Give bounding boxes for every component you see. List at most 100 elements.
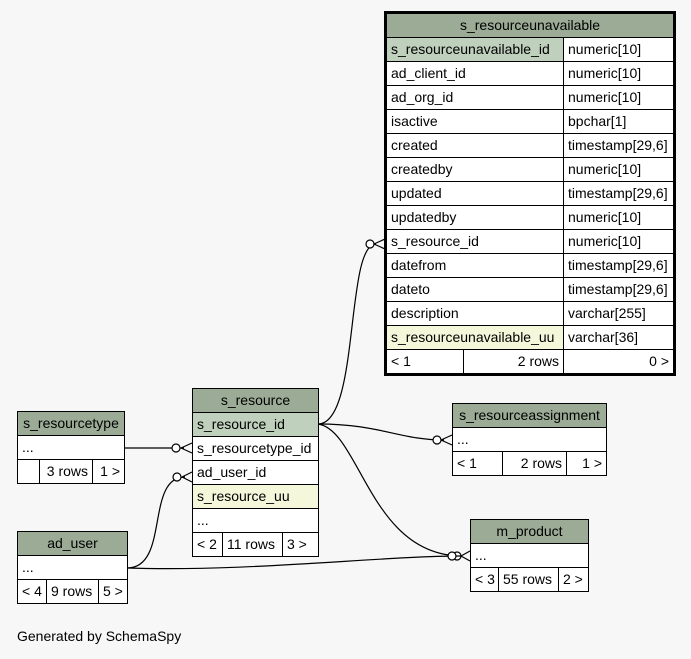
table-footer: 3 rows 1 > [18, 460, 124, 483]
table-title: ad_user [18, 532, 127, 556]
row-count: 2 rows [503, 452, 567, 475]
column-name: updatedby [387, 206, 564, 229]
column-name: s_resource_id [193, 413, 318, 436]
column-name: created [387, 134, 564, 157]
table-title: m_product [471, 520, 588, 544]
table-row[interactable]: updated timestamp[29,6] [387, 182, 673, 206]
table-row[interactable]: s_resourcetype_id [193, 437, 318, 461]
table-footer: < 3 55 rows 2 > [471, 568, 588, 591]
column-type: timestamp[29,6] [568, 137, 668, 153]
edge-resource-to-product [317, 423, 463, 557]
table-row[interactable]: s_resource_id [193, 413, 318, 437]
parents-count [18, 460, 40, 483]
more-columns: ... [475, 547, 487, 563]
column-type: numeric[10] [568, 65, 642, 81]
edge-end-marker [447, 551, 457, 561]
children-count[interactable]: 5 > [103, 583, 123, 599]
column-type: bpchar[1] [568, 113, 627, 129]
table-row[interactable]: isactive bpchar[1] [387, 110, 673, 134]
edge-user-to-product [126, 555, 463, 570]
table-footer: < 1 2 rows 0 > [387, 350, 673, 373]
edge-resource-to-assignment [317, 423, 445, 441]
table-row[interactable]: ... [193, 509, 318, 533]
table-row[interactable]: description varchar[255] [387, 302, 673, 326]
column-type: numeric[10] [568, 209, 642, 225]
column-name: description [387, 302, 564, 325]
table-row[interactable]: ad_user_id [193, 461, 318, 485]
children-count[interactable]: 3 > [287, 536, 307, 552]
table-row[interactable]: ... [453, 428, 606, 452]
more-columns: ... [197, 512, 209, 528]
column-name: ad_user_id [197, 464, 267, 480]
table-row[interactable]: ... [471, 544, 588, 568]
generated-by-footer: Generated by SchemaSpy [17, 628, 182, 644]
row-count: 9 rows [47, 580, 99, 603]
table-row[interactable]: datefrom timestamp[29,6] [387, 254, 673, 278]
column-name: s_resourcetype_id [197, 440, 312, 456]
parents-count[interactable]: < 1 [453, 452, 503, 475]
edge-resource-to-unavailable [317, 243, 377, 425]
parents-count[interactable]: < 2 [193, 533, 223, 556]
column-name: ad_client_id [387, 62, 564, 85]
column-type: varchar[36] [568, 329, 639, 345]
parents-count[interactable]: < 3 [471, 568, 499, 591]
table-title: s_resourcetype [18, 412, 124, 436]
children-count[interactable]: 2 > [563, 571, 583, 587]
column-type: numeric[10] [568, 41, 642, 57]
table-title: s_resourceassignment [453, 404, 606, 428]
column-type: numeric[10] [568, 233, 642, 249]
edge-crowfoot-marker [181, 471, 193, 483]
table-title: s_resource [193, 389, 318, 413]
edge-crowfoot-marker [373, 238, 386, 250]
table-row[interactable]: ad_org_id numeric[10] [387, 86, 673, 110]
table-row[interactable]: s_resourceunavailable_uu varchar[36] [387, 326, 673, 350]
table-row[interactable]: ... [18, 556, 127, 580]
column-type: timestamp[29,6] [568, 257, 668, 273]
column-type: timestamp[29,6] [568, 185, 668, 201]
row-count: 2 rows [464, 350, 564, 373]
table-m-product[interactable]: m_product ... < 3 55 rows 2 > [470, 519, 589, 592]
edge-crowfoot-marker [440, 434, 453, 446]
column-type: numeric[10] [568, 161, 642, 177]
row-count: 3 rows [40, 460, 93, 483]
table-s-resource[interactable]: s_resource s_resource_id s_resourcetype_… [192, 388, 319, 557]
edge-crowfoot-marker [460, 550, 471, 562]
column-name: s_resource_uu [193, 485, 318, 508]
children-count[interactable]: 1 > [582, 455, 602, 471]
table-footer: < 4 9 rows 5 > [18, 580, 127, 603]
table-s-resourceunavailable[interactable]: s_resourceunavailable s_resourceunavaila… [384, 11, 676, 376]
column-type: timestamp[29,6] [568, 281, 668, 297]
more-columns: ... [22, 559, 34, 575]
table-row[interactable]: ad_client_id numeric[10] [387, 62, 673, 86]
column-type: numeric[10] [568, 89, 642, 105]
edge-end-marker [432, 435, 442, 445]
parents-count[interactable]: < 4 [18, 580, 47, 603]
column-name: isactive [387, 110, 564, 133]
edge-crowfoot-marker [180, 442, 193, 454]
parents-count[interactable]: < 1 [387, 350, 464, 373]
table-row[interactable]: ... [18, 436, 124, 460]
edge-end-marker [365, 239, 375, 249]
table-s-resourceassignment[interactable]: s_resourceassignment ... < 1 2 rows 1 > [452, 403, 607, 476]
table-row[interactable]: s_resourceunavailable_id numeric[10] [387, 38, 673, 62]
table-row[interactable]: s_resource_uu [193, 485, 318, 509]
table-row[interactable]: s_resource_id numeric[10] [387, 230, 673, 254]
edge-end-marker [171, 443, 181, 453]
row-count: 11 rows [223, 533, 283, 556]
table-ad-user[interactable]: ad_user ... < 4 9 rows 5 > [17, 531, 128, 604]
children-count[interactable]: 1 > [100, 463, 120, 479]
table-row[interactable]: dateto timestamp[29,6] [387, 278, 673, 302]
column-name: datefrom [387, 254, 564, 277]
table-row[interactable]: updatedby numeric[10] [387, 206, 673, 230]
table-row[interactable]: created timestamp[29,6] [387, 134, 673, 158]
table-s-resourcetype[interactable]: s_resourcetype ... 3 rows 1 > [17, 411, 125, 484]
children-count[interactable]: 0 > [649, 353, 669, 369]
column-name: ad_org_id [387, 86, 564, 109]
column-name: s_resource_id [387, 230, 564, 253]
column-name: updated [387, 182, 564, 205]
edge-end-marker [172, 472, 182, 482]
edge-user-to-resource [126, 476, 186, 569]
column-name: dateto [387, 278, 564, 301]
table-row[interactable]: createdby numeric[10] [387, 158, 673, 182]
column-name: s_resourceunavailable_uu [387, 326, 564, 349]
